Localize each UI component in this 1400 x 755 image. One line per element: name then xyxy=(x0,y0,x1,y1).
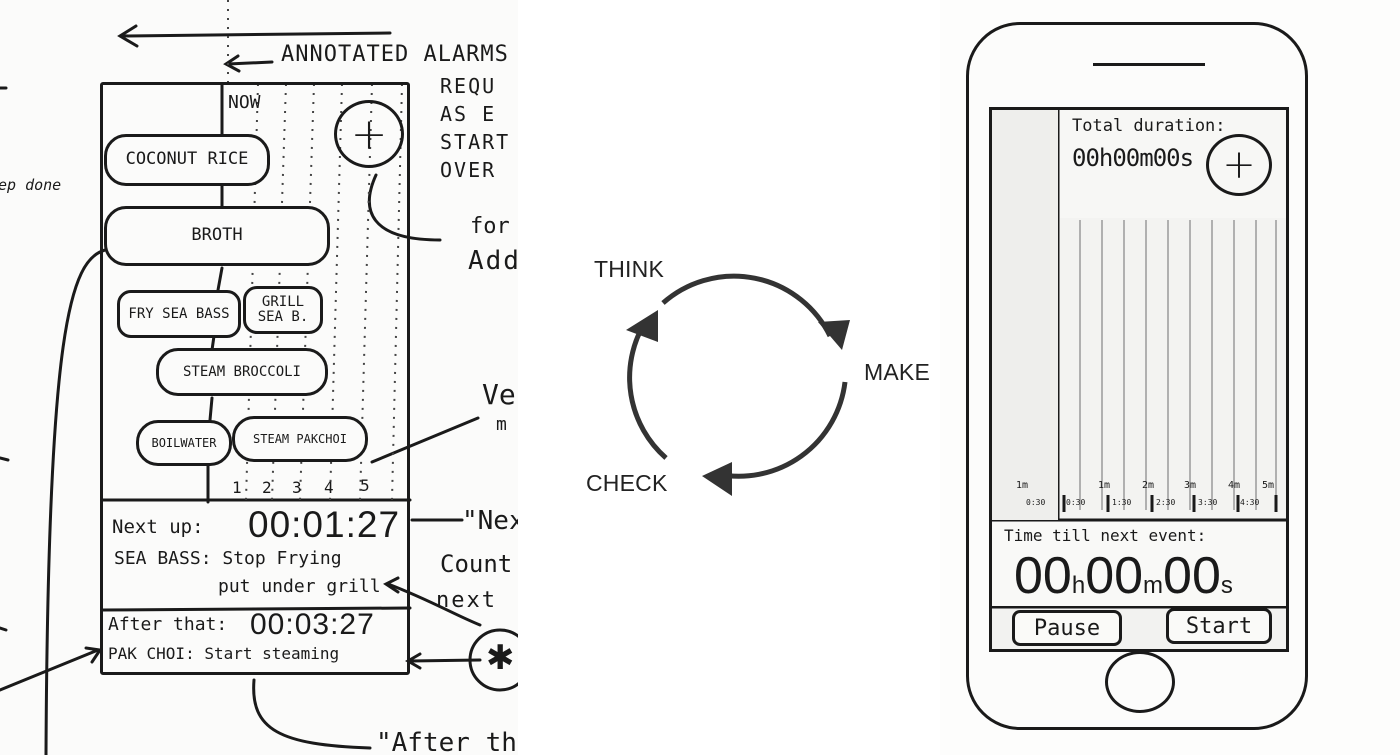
left-margin-note: ep done xyxy=(0,176,62,194)
iphone-screen: Total duration: 00h00m00s + 1m 1m 2m 3m … xyxy=(989,107,1289,652)
next-event-label: Time till next event: xyxy=(1004,526,1207,545)
arrowhead-check xyxy=(702,462,732,496)
task-coconut-rice[interactable]: COCONUT RICE xyxy=(104,134,270,186)
task-steam-broccoli[interactable]: STEAM BROCCOLI xyxy=(156,348,328,396)
time-label: 5m xyxy=(1262,480,1275,491)
margin-note: for xyxy=(470,214,510,239)
tick-label: 4 xyxy=(324,478,334,497)
after-time: 00:03:27 xyxy=(250,608,375,641)
countdown-s-unit: s xyxy=(1220,572,1233,599)
arrow-check-to-think xyxy=(627,322,668,460)
time-label: 1m xyxy=(1098,480,1111,491)
margin-note: Ve xyxy=(482,378,516,411)
side-note-line: REQU xyxy=(440,74,497,98)
next-up-label: Next up: xyxy=(112,516,204,538)
time-label: 3m xyxy=(1184,480,1197,491)
task-steam-pak-choi[interactable]: STEAM PAKCHOI xyxy=(232,416,368,462)
check-label: CHECK xyxy=(586,470,668,496)
home-button[interactable] xyxy=(1105,651,1175,713)
arrowhead-make xyxy=(818,320,850,350)
total-duration-label: Total duration: xyxy=(1072,116,1226,136)
start-button[interactable]: Start xyxy=(1166,608,1272,644)
left-phone-frame xyxy=(100,82,410,675)
now-label: NOW xyxy=(228,92,261,113)
cycle-arrows xyxy=(626,273,850,496)
total-duration-value: 00h00m00s xyxy=(1072,144,1194,172)
think-make-check-cycle: THINK MAKE CHECK xyxy=(560,240,980,530)
side-note-line: OVER xyxy=(440,158,497,182)
countdown-minutes: 00 xyxy=(1085,547,1144,605)
sub-label: 0:30 xyxy=(1026,498,1046,507)
countdown-h-unit: h xyxy=(1071,572,1086,599)
countdown-display: 00h00m00s xyxy=(1014,546,1233,606)
time-label: 4m xyxy=(1228,480,1241,491)
right-sketch: Total duration: 00h00m00s + 1m 1m 2m 3m … xyxy=(940,0,1400,755)
tick-label: 5 xyxy=(360,476,370,495)
tick-label: 3 xyxy=(292,478,302,497)
next-up-time: 00:01:27 xyxy=(248,504,401,545)
sub-label: 1:30 xyxy=(1112,498,1132,507)
margin-note: m xyxy=(496,414,507,435)
sub-label: 2:30 xyxy=(1156,498,1176,507)
countdown-m-unit: m xyxy=(1143,572,1164,599)
margin-note: Add xyxy=(468,246,518,276)
timeline-grid xyxy=(992,110,1286,649)
add-event-button[interactable]: + xyxy=(1206,134,1272,196)
margin-note: next xyxy=(436,588,497,613)
think-label: THINK xyxy=(594,256,664,282)
arrowhead-think xyxy=(626,310,658,342)
task-boil-water[interactable]: BOILWATER xyxy=(136,420,232,466)
margin-note: "After th xyxy=(376,728,517,755)
time-label: 1m xyxy=(1016,480,1029,491)
tick-label: 2 xyxy=(262,478,272,497)
iphone-frame: Total duration: 00h00m00s + 1m 1m 2m 3m … xyxy=(966,22,1308,730)
annotated-alarms-note: ANNOTATED ALARMS xyxy=(281,42,509,67)
next-up-subtext: put under grill xyxy=(218,576,381,597)
sub-label: 0:30 xyxy=(1066,498,1086,507)
arrow-make-to-check xyxy=(716,381,848,479)
plus-icon: + xyxy=(1222,142,1256,188)
margin-note: "Nex xyxy=(462,506,518,536)
task-fry-sea-bass[interactable]: FRY SEA BASS xyxy=(117,290,241,338)
pause-button[interactable]: Pause xyxy=(1012,610,1122,646)
side-note-line: START xyxy=(440,130,511,154)
speaker-slot xyxy=(1093,63,1205,66)
task-broth[interactable]: BROTH xyxy=(104,206,330,266)
countdown-seconds: 00 xyxy=(1163,547,1221,605)
add-task-button[interactable]: + xyxy=(334,100,404,168)
side-note-line: AS E xyxy=(440,102,497,126)
star-icon: ✱ xyxy=(486,638,515,678)
time-label: 2m xyxy=(1142,480,1155,491)
side-note: REQU AS E START OVER xyxy=(440,72,510,184)
after-text: PAK CHOI: Start steaming xyxy=(108,644,340,663)
sub-label: 3:30 xyxy=(1198,498,1218,507)
next-up-text: SEA BASS: Stop Frying xyxy=(114,548,342,569)
left-sketch: ANNOTATED ALARMS REQU AS E START OVER ep… xyxy=(0,0,518,755)
task-grill-sea-bass[interactable]: GRILL SEA B. xyxy=(243,286,323,334)
margin-note: Count xyxy=(440,550,513,578)
tick-label: 1 xyxy=(232,478,242,497)
plus-icon: + xyxy=(350,108,388,160)
countdown-hours: 00 xyxy=(1014,547,1072,605)
make-label: MAKE xyxy=(864,359,930,385)
sub-label: 4:30 xyxy=(1240,498,1260,507)
arrow-think-to-make xyxy=(661,273,833,338)
after-label: After that: xyxy=(108,614,228,635)
